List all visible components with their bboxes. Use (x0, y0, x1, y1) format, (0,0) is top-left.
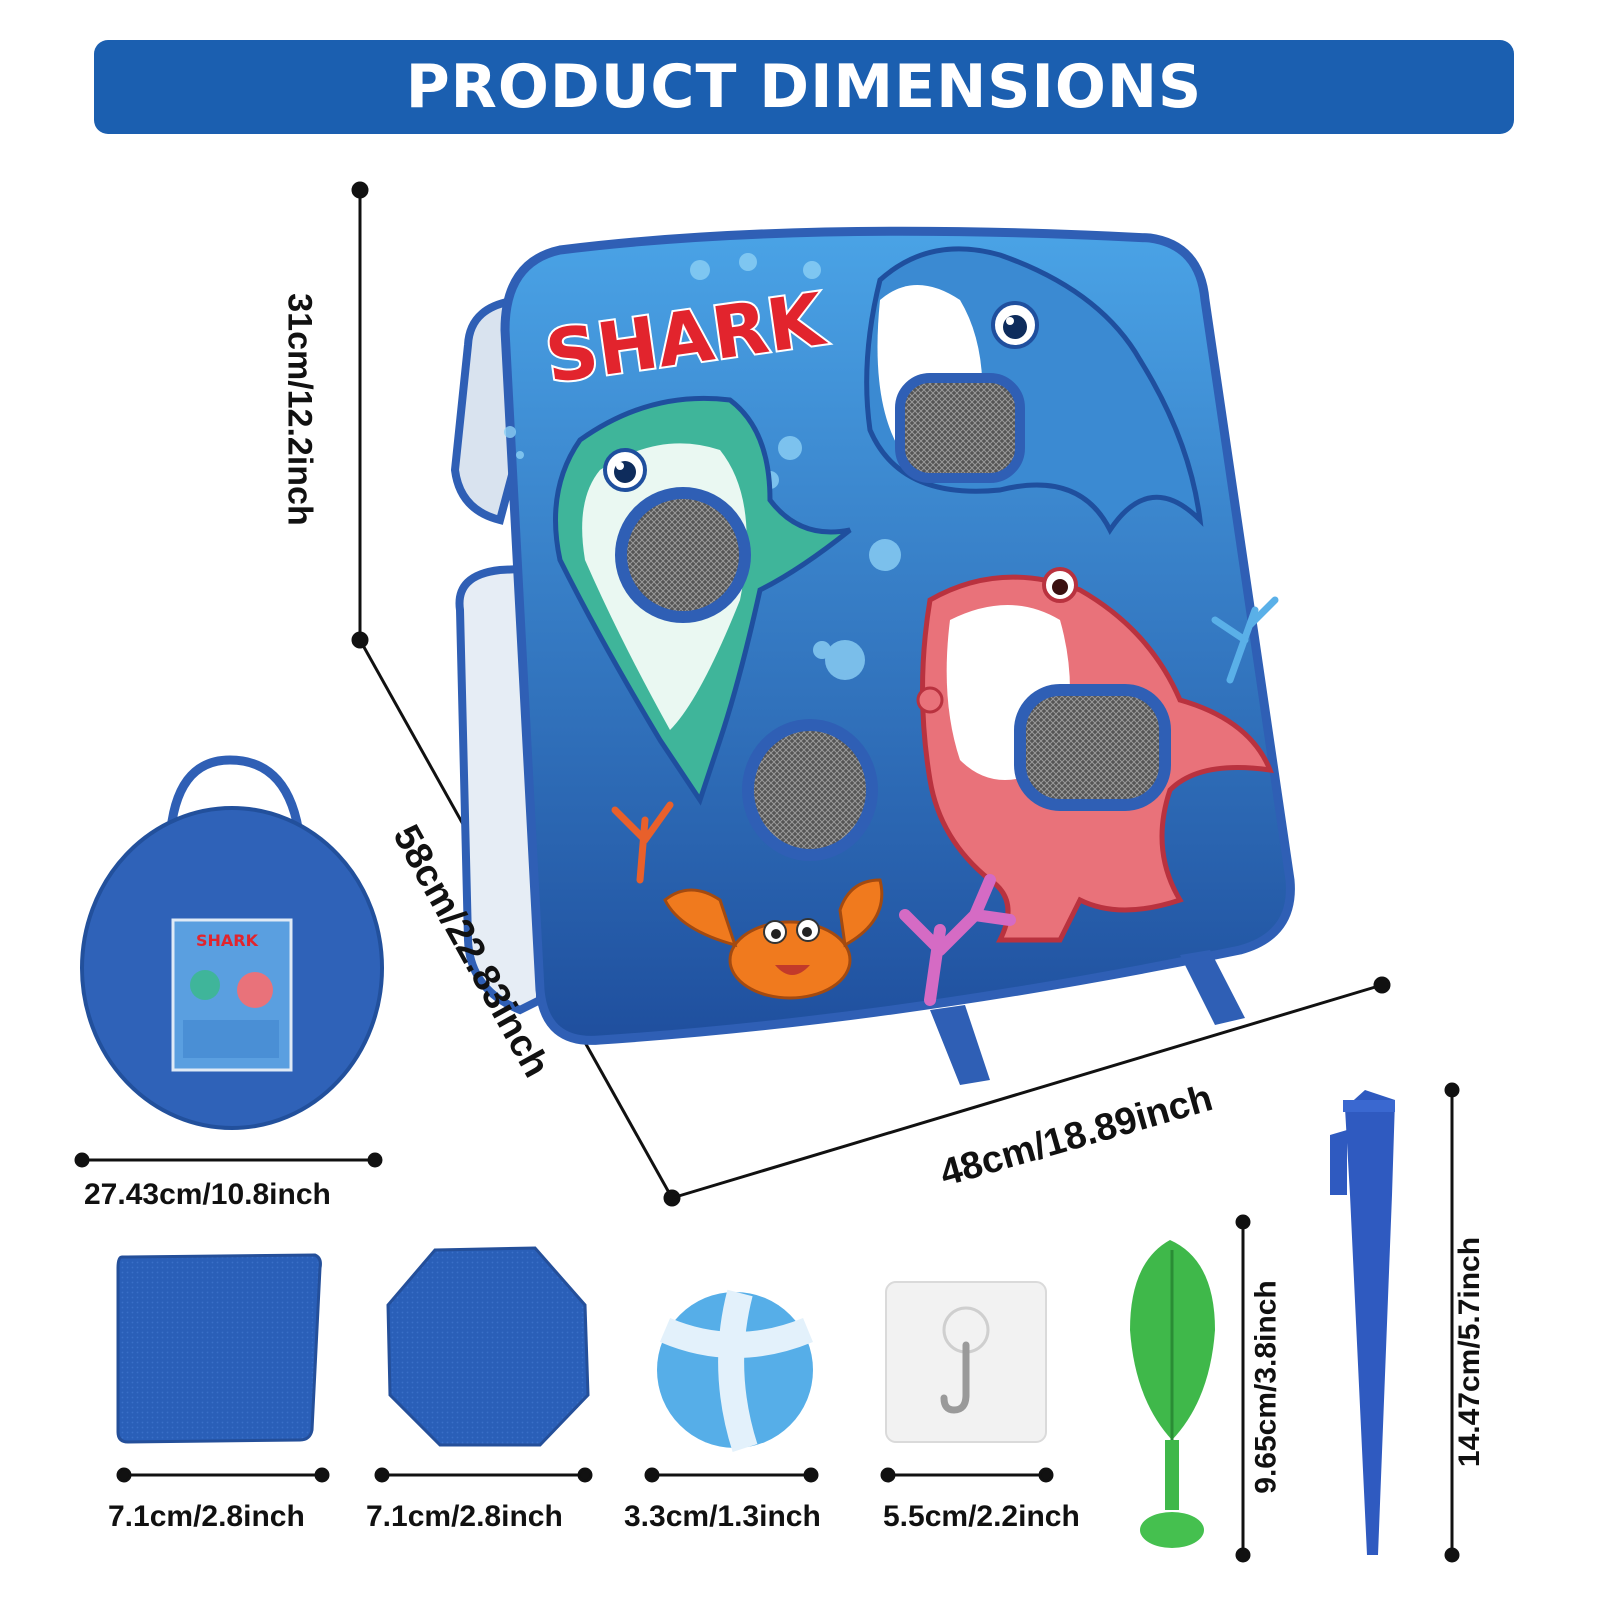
header-banner: PRODUCT DIMENSIONS (94, 40, 1514, 134)
square-beanbag-label: 7.1cm/2.8inch (108, 1500, 305, 1533)
page-title: PRODUCT DIMENSIONS (405, 52, 1203, 122)
hole-top (895, 373, 1025, 483)
hole-bottom (742, 719, 878, 861)
square-beanbag (116, 1253, 322, 1444)
hole-left (615, 487, 751, 623)
round-beanbag (386, 1246, 590, 1447)
bag-logo: SHARK (196, 931, 259, 950)
round-beanbag-label: 7.1cm/2.8inch (366, 1500, 563, 1533)
coral-decor (611, 596, 1279, 1006)
hole-right (1014, 684, 1171, 811)
storage-bag: SHARK (80, 755, 384, 1130)
ball-label: 3.3cm/1.3inch (624, 1500, 821, 1533)
velcro-dart (1130, 1240, 1215, 1548)
bubbles-decor (504, 253, 901, 680)
wall-hook (885, 1281, 1047, 1443)
bag-width-label: 27.43cm/10.8inch (84, 1178, 331, 1211)
dart-label: 9.65cm/3.8inch (1249, 1280, 1283, 1494)
sticky-ball (657, 1289, 813, 1452)
toss-board: SHARK (450, 226, 1295, 1085)
hook-label: 5.5cm/2.2inch (883, 1500, 1080, 1533)
crab-decor (663, 878, 884, 1000)
height-label: 31cm/12.2inch (280, 293, 319, 526)
ground-stake (1330, 1090, 1395, 1555)
stake-label: 14.47cm/5.7inch (1453, 1236, 1487, 1468)
target-holes (615, 373, 1171, 861)
